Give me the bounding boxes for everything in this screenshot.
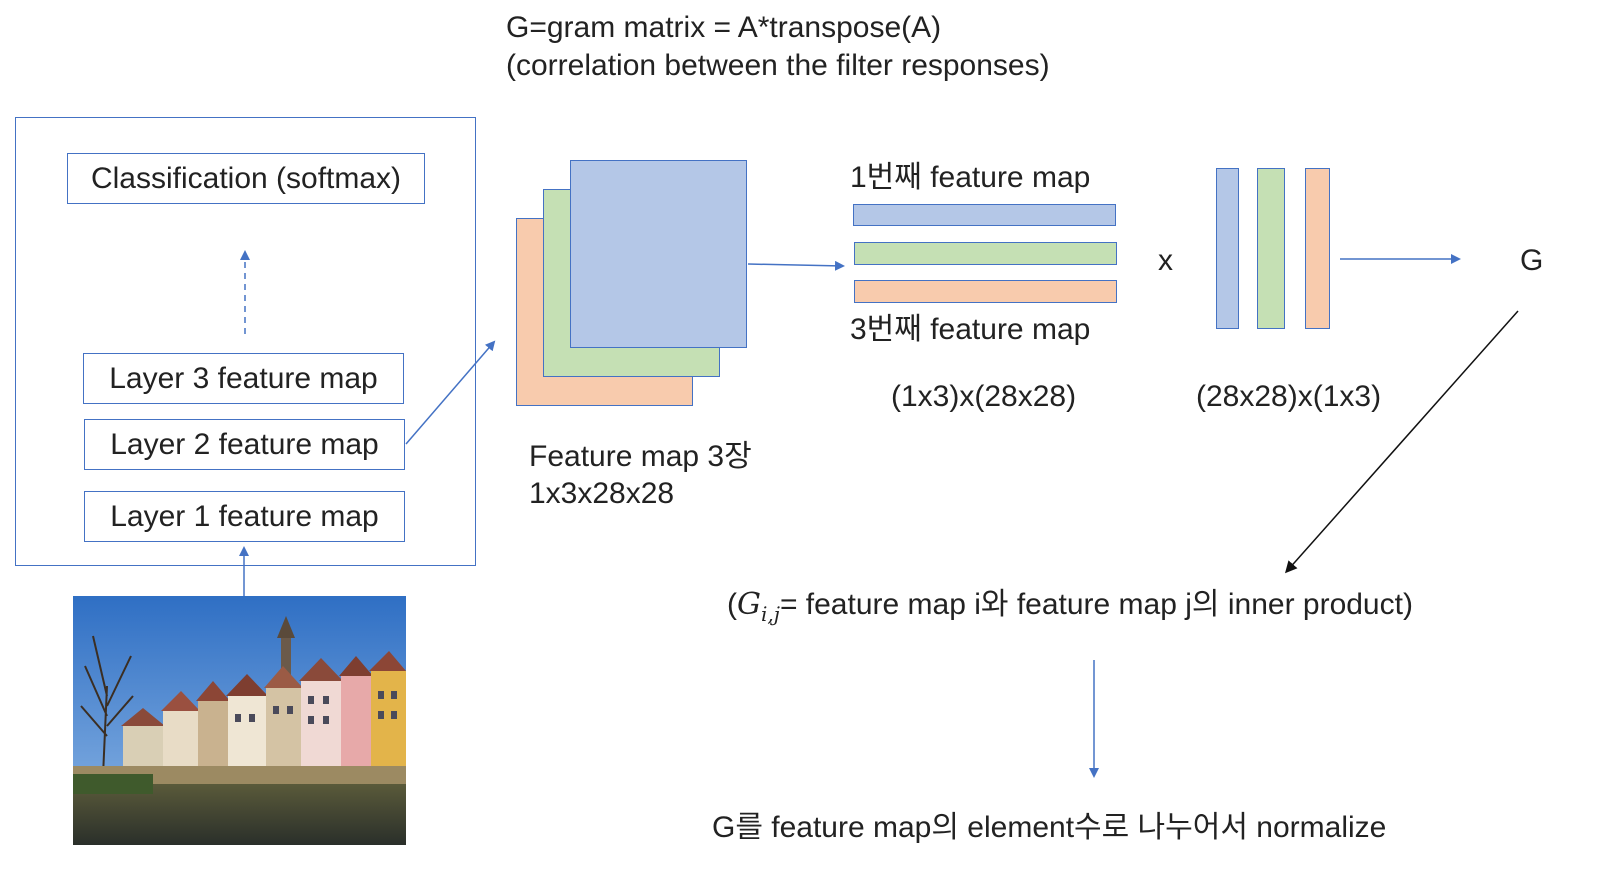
transposed-column-2 [1257,168,1285,329]
normalize-note: G를 feature map의 element수로 나누어서 normalize [712,811,1387,844]
layer-3-box: Layer 3 feature map [83,353,404,404]
stack-caption: Feature map 3장 [529,440,752,473]
flattened-row-2 [854,242,1117,265]
layer-3-label: Layer 3 feature map [109,361,378,395]
inner-product-formula: (Gi,j= feature map i와 feature map j의 inn… [727,587,1413,626]
stack-to-rows-arrow [747,260,845,271]
formula-rest: = feature map i와 feature map j의 inner pr… [779,588,1413,621]
result-g-label: G [1520,244,1544,277]
layer-2-label: Layer 2 feature map [110,427,379,461]
riverside-town-photo-icon [73,596,406,845]
flattened-row-1 [853,204,1116,226]
row-bottom-label: 3번째 feature map [850,313,1091,346]
feature-map-1-square [570,160,747,348]
formula-g-symbol: G [737,587,761,622]
formula-subscript: i,j [760,602,780,626]
layer-1-label: Layer 1 feature map [110,499,379,533]
multiply-symbol: x [1158,244,1173,277]
row-top-label: 1번째 feature map [850,161,1091,194]
classification-label: Classification (softmax) [90,161,402,195]
flattened-row-3 [854,280,1117,303]
gram-matrix-definition: G=gram matrix = A*transpose(A) [506,11,942,44]
stack-shape: 1x3x28x28 [529,477,675,510]
rows-shape-label: (1x3)x(28x28) [891,380,1077,413]
columns-shape-label: (28x28)x(1x3) [1196,380,1382,413]
input-photo [73,596,406,845]
transposed-column-3 [1305,168,1330,329]
formula-open-paren: ( [727,588,737,621]
transposed-column-1 [1216,168,1239,329]
layer-2-box: Layer 2 feature map [84,419,405,470]
layer2-to-stack-arrow [405,340,496,445]
gram-matrix-description: (correlation between the filter response… [506,49,1050,82]
g-to-formula-arrow [1285,310,1519,574]
layer-1-box: Layer 1 feature map [84,491,405,542]
classification-box: Classification (softmax) [67,153,425,204]
